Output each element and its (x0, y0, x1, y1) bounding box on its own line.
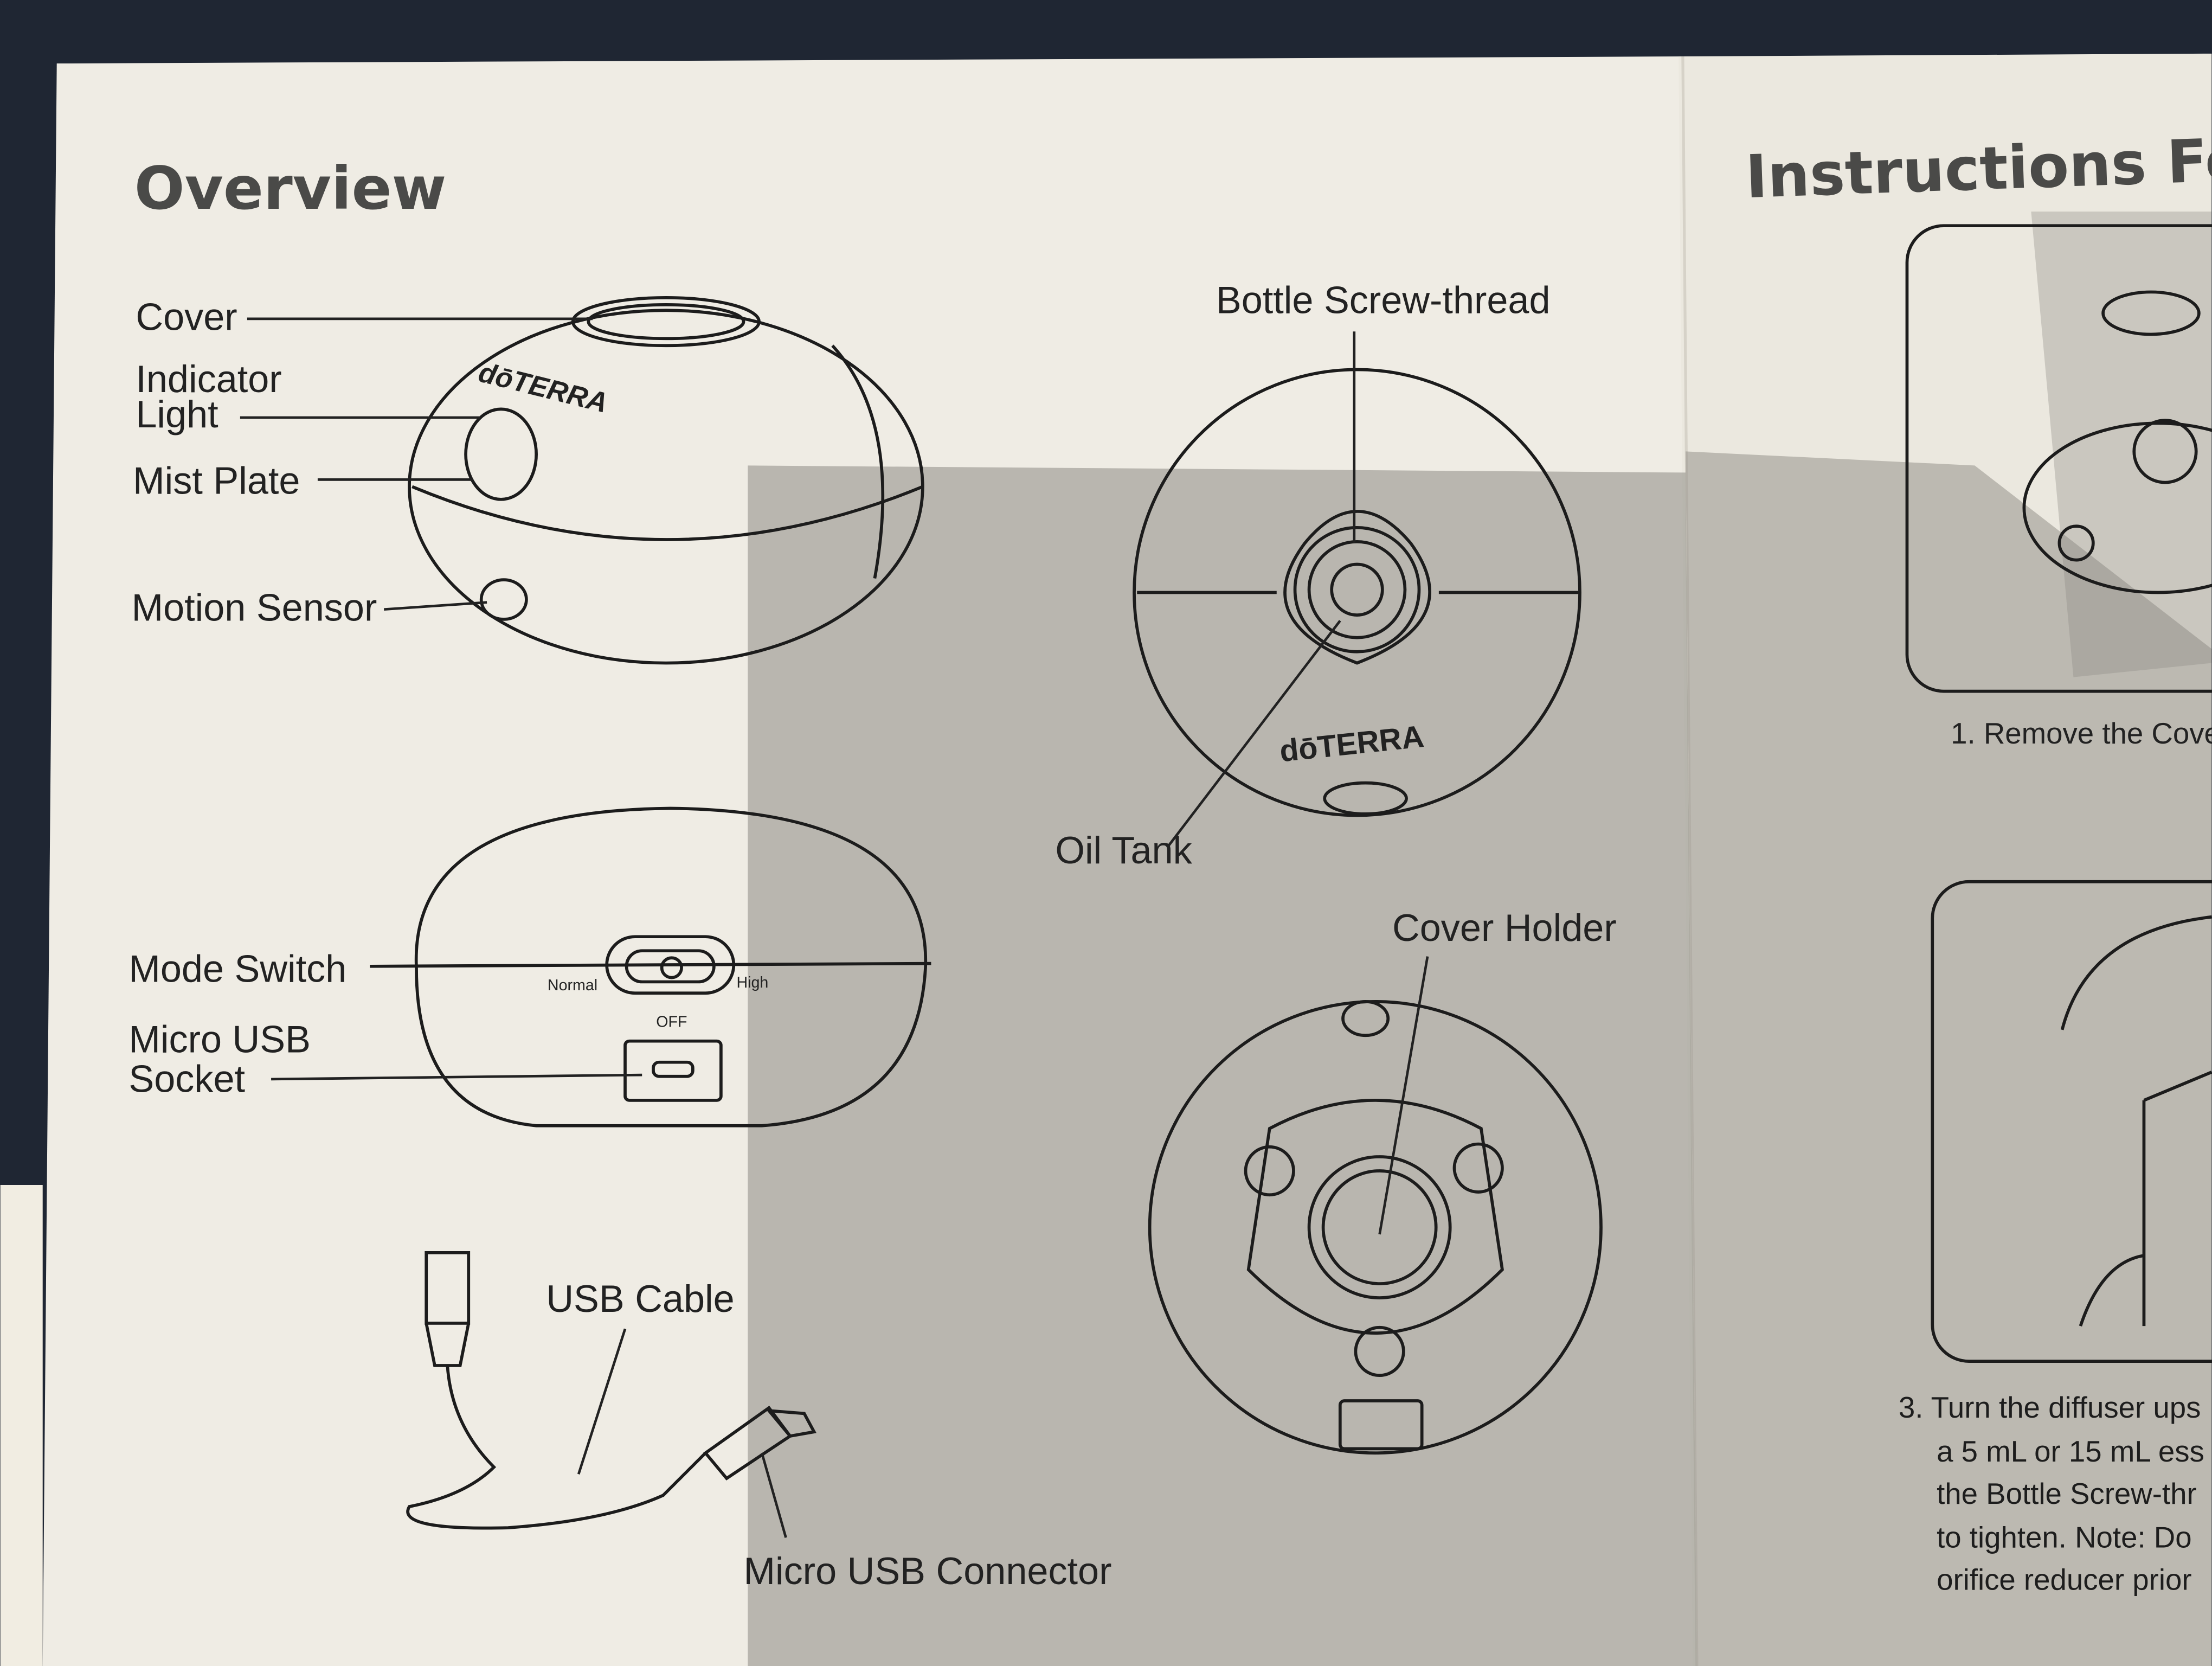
label-indicator: Indicator (136, 357, 281, 400)
usb-cable-drawing (406, 1251, 816, 1530)
label-bottle-screw-thread: Bottle Screw-thread (1216, 278, 1551, 321)
label-normal: Normal (548, 977, 597, 994)
instructions-title: Instructions Fo (1744, 125, 2212, 212)
step3-line: to tighten. Note: Do (1937, 1521, 2192, 1554)
label-cover-holder: Cover Holder (1392, 906, 1617, 949)
label-light: Light (136, 393, 218, 435)
label-socket: Socket (128, 1057, 245, 1100)
label-micro-usb-connector: Micro USB Connector (743, 1549, 1111, 1592)
label-high: High (736, 974, 768, 991)
label-motion-sensor: Motion Sensor (132, 586, 377, 629)
step3-text: 3. Turn the diffuser ups a 5 mL or 15 mL… (1899, 1391, 2204, 1596)
step3-line: the Bottle Screw-thr (1937, 1477, 2197, 1510)
step3-line: a 5 mL or 15 mL ess (1937, 1435, 2204, 1468)
label-micro-usb: Micro USB (128, 1017, 311, 1060)
label-off: OFF (656, 1014, 687, 1031)
label-mist-plate: Mist Plate (133, 459, 300, 502)
label-cover: Cover (136, 296, 237, 338)
step3-image-frame (1931, 880, 2212, 1363)
step3-line: 3. Turn the diffuser ups (1899, 1391, 2201, 1424)
diffuser-bottom-drawing (1148, 999, 1603, 1455)
step3-line: orifice reducer prior (1937, 1564, 2191, 1597)
hand-shadow (748, 465, 1697, 1666)
overview-title: Overview (134, 154, 447, 223)
label-usb-cable: USB Cable (546, 1277, 734, 1320)
diffuser-back-drawing (370, 806, 931, 1127)
label-mode-switch: Mode Switch (128, 947, 346, 990)
label-oil-tank: Oil Tank (1055, 829, 1192, 872)
paper-corner (0, 1184, 43, 1666)
step1-image-frame (1905, 224, 2212, 693)
step1-caption: 1. Remove the Cove (1951, 717, 2212, 750)
